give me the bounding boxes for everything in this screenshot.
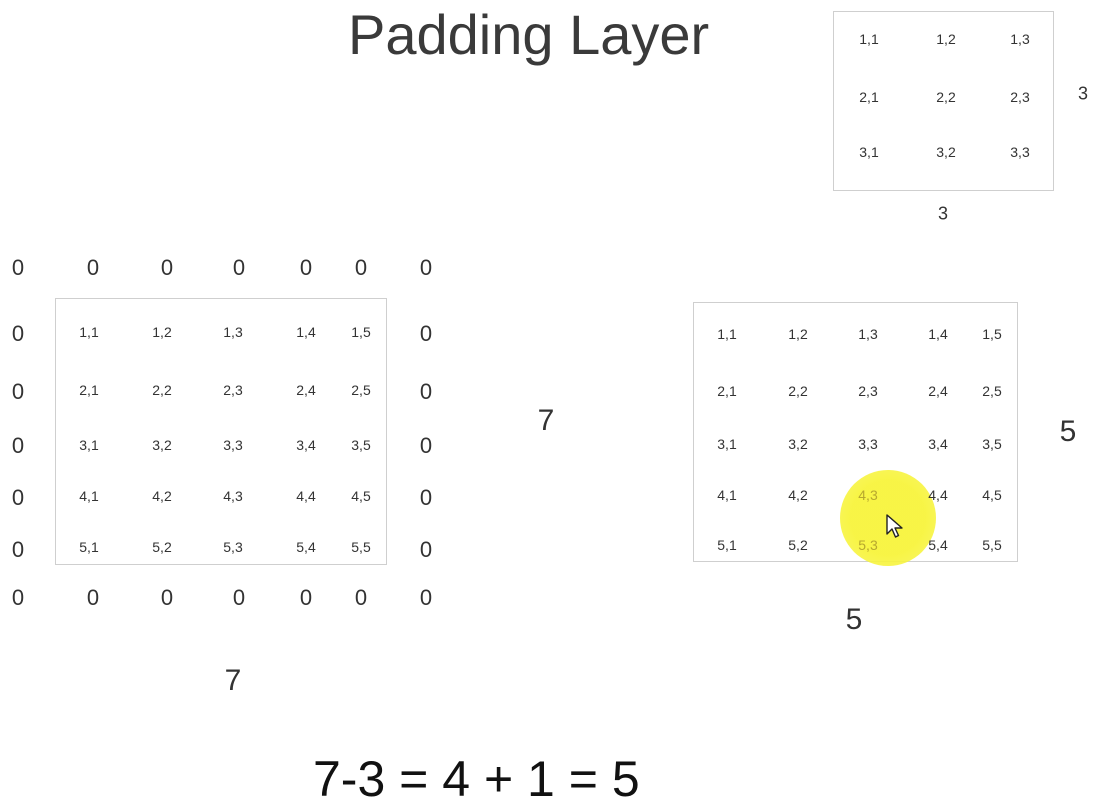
kernel-cell: 3,1 [859,144,879,160]
padding-zero: 0 [299,585,313,610]
input-cell: 5,3 [223,539,243,555]
input-cell: 3,5 [351,437,371,453]
output-cell: 2,1 [717,383,737,399]
input-cell: 5,2 [152,539,172,555]
padding-zero: 0 [11,485,25,510]
output-dim-bottom: 5 [845,603,863,636]
input-cell: 3,2 [152,437,172,453]
kernel-cell: 1,2 [936,31,956,47]
padding-zero: 0 [419,537,433,562]
input-cell: 2,1 [79,382,99,398]
padding-zero: 0 [11,433,25,458]
padding-zero: 0 [419,585,433,610]
output-cell: 5,1 [717,537,737,553]
padding-zero: 0 [419,255,433,280]
padding-zero: 0 [419,485,433,510]
padding-zero: 0 [11,255,25,280]
output-cell: 1,1 [717,326,737,342]
output-cell: 5,5 [982,537,1002,553]
padding-zero: 0 [11,537,25,562]
kernel-cell: 1,3 [1010,31,1030,47]
input-cell: 3,3 [223,437,243,453]
padding-zero: 0 [86,585,100,610]
input-cell: 5,1 [79,539,99,555]
output-cell: 4,3 [858,487,878,503]
output-dim-right: 5 [1059,415,1077,448]
kernel-box [833,11,1054,191]
output-cell: 3,1 [717,436,737,452]
output-cell: 3,3 [858,436,878,452]
input-cell: 1,3 [223,324,243,340]
input-cell: 5,5 [351,539,371,555]
output-cell: 3,4 [928,436,948,452]
output-cell: 2,2 [788,383,808,399]
padding-zero: 0 [11,585,25,610]
output-cell: 1,2 [788,326,808,342]
kernel-cell: 3,3 [1010,144,1030,160]
output-cell: 3,5 [982,436,1002,452]
output-cell: 4,1 [717,487,737,503]
input-cell: 5,4 [296,539,316,555]
page-title: Padding Layer [348,3,710,66]
input-cell: 1,2 [152,324,172,340]
equation: 7-3 = 4 + 1 = 5 [313,751,640,807]
input-cell: 4,2 [152,488,172,504]
mouse-pointer-icon [886,514,903,538]
kernel-dim-right: 3 [1077,83,1089,104]
output-cell: 2,3 [858,383,878,399]
input-cell: 3,4 [296,437,316,453]
input-cell: 1,4 [296,324,316,340]
input-cell: 4,4 [296,488,316,504]
padding-zero: 0 [354,585,368,610]
output-cell: 4,5 [982,487,1002,503]
padded-input-box [55,298,387,565]
output-cell: 5,3 [858,537,878,553]
padded-dim-bottom: 7 [224,664,242,697]
output-cell: 4,4 [928,487,948,503]
input-cell: 2,3 [223,382,243,398]
page-title-wrap: Padding Layer [0,0,1097,80]
padding-zero: 0 [11,321,25,346]
output-cell: 1,3 [858,326,878,342]
kernel-cell: 3,2 [936,144,956,160]
padding-zero: 0 [419,379,433,404]
input-cell: 1,5 [351,324,371,340]
padding-zero: 0 [232,585,246,610]
padding-zero: 0 [11,379,25,404]
input-cell: 4,1 [79,488,99,504]
output-cell: 1,4 [928,326,948,342]
padding-zero: 0 [160,585,174,610]
padded-dim-right: 7 [537,404,555,437]
padding-zero: 0 [160,255,174,280]
padding-zero: 0 [232,255,246,280]
output-cell: 1,5 [982,326,1002,342]
input-cell: 4,5 [351,488,371,504]
output-cell: 4,2 [788,487,808,503]
padding-zero: 0 [299,255,313,280]
input-cell: 1,1 [79,324,99,340]
padding-zero: 0 [419,321,433,346]
output-cell: 5,2 [788,537,808,553]
input-cell: 2,2 [152,382,172,398]
kernel-cell: 2,3 [1010,89,1030,105]
input-cell: 3,1 [79,437,99,453]
input-cell: 4,3 [223,488,243,504]
kernel-cell: 2,2 [936,89,956,105]
kernel-cell: 2,1 [859,89,879,105]
output-cell: 3,2 [788,436,808,452]
padding-zero: 0 [419,433,433,458]
input-cell: 2,5 [351,382,371,398]
output-cell: 2,4 [928,383,948,399]
output-cell: 2,5 [982,383,1002,399]
kernel-cell: 1,1 [859,31,879,47]
output-cell: 5,4 [928,537,948,553]
kernel-dim-bottom: 3 [937,203,949,224]
padding-zero: 0 [354,255,368,280]
input-cell: 2,4 [296,382,316,398]
padding-zero: 0 [86,255,100,280]
